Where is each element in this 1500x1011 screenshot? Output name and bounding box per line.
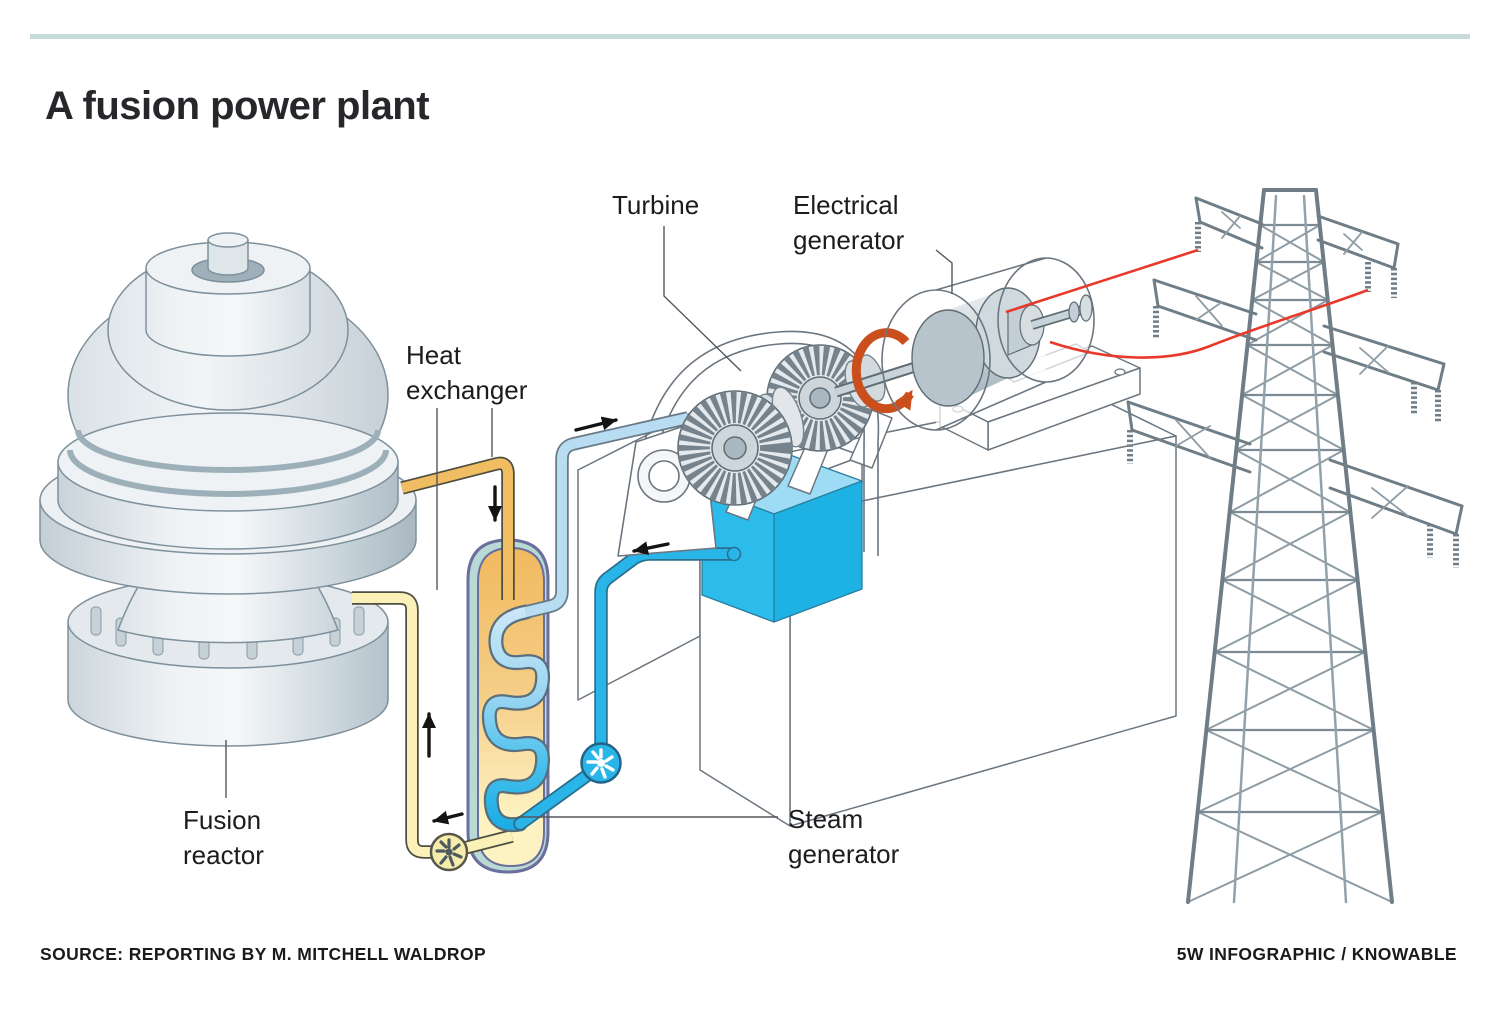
coolant-return-left-arrow xyxy=(432,810,464,825)
hot-coolant-pipe xyxy=(400,456,515,600)
fusion-reactor-vessel xyxy=(39,232,417,747)
label-turbine: Turbine xyxy=(612,190,700,220)
coolant-pump xyxy=(429,832,469,872)
infographic-credit-text: 5W INFOGRAPHIC / KNOWABLE xyxy=(1176,944,1457,964)
label-fusion-reactor: Fusion reactor xyxy=(183,805,264,871)
flow-arrows xyxy=(422,416,670,825)
turbine-leader xyxy=(663,226,742,372)
transmission-tower xyxy=(1126,188,1464,904)
steam-pipe xyxy=(524,411,690,619)
condensate-return-left-arrow xyxy=(632,541,670,556)
insulators xyxy=(1127,222,1459,568)
water-pump xyxy=(580,742,622,784)
label-steam-generator: Steam generator xyxy=(788,804,900,870)
label-heat-exchanger: Heat exchanger xyxy=(406,340,528,406)
power-lines xyxy=(1005,248,1369,359)
electrical-generator-assembly xyxy=(881,257,1141,451)
label-electrical-generator: Electrical generator xyxy=(793,190,905,256)
accent-rule xyxy=(30,34,1470,39)
source-credit-text: SOURCE: REPORTING BY M. MITCHELL WALDROP xyxy=(40,944,487,964)
cool-coolant-pipe xyxy=(352,591,514,859)
electrical-generator-leader xyxy=(935,249,953,294)
heat-exchanger-coil xyxy=(481,604,603,833)
turbine-assembly xyxy=(617,328,952,557)
steam-to-turbine-right-arrow xyxy=(574,416,618,432)
turbine-rotor-front xyxy=(677,390,793,506)
label-leader-lines xyxy=(225,226,953,818)
page-title: A fusion power plant xyxy=(45,84,430,128)
